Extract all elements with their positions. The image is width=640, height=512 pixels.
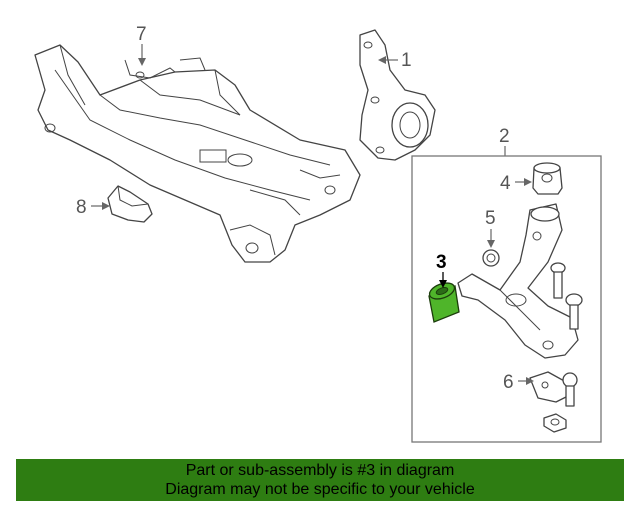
nut	[543, 413, 567, 433]
bolt-lower	[565, 293, 583, 330]
callout-label-3: 3	[436, 252, 447, 273]
bolt-upper	[550, 262, 566, 299]
callout-3: 3	[436, 252, 447, 288]
footer-banner: Part or sub-assembly is #3 in diagram Di…	[16, 459, 624, 501]
callout-label-1: 1	[401, 50, 412, 71]
callout-label-2: 2	[499, 126, 510, 147]
front-subframe	[34, 44, 361, 263]
callout-4: 4	[500, 173, 532, 194]
bushing-part-4	[532, 162, 563, 195]
bracket-part-8	[107, 185, 153, 223]
callout-label-7: 7	[136, 24, 147, 45]
callout-label-6: 6	[503, 372, 514, 393]
callout-label-5: 5	[485, 208, 496, 229]
callout-2: 2	[499, 126, 510, 156]
callout-5: 5	[485, 208, 496, 248]
assembly-box	[411, 155, 602, 443]
callout-8: 8	[76, 197, 110, 218]
steering-knuckle	[359, 29, 436, 161]
callout-label-4: 4	[500, 173, 511, 194]
footer-line-2: Diagram may not be specific to your vehi…	[165, 481, 475, 498]
callout-7: 7	[136, 24, 147, 66]
callout-1: 1	[378, 50, 412, 71]
bushing-part-3-highlighted	[428, 282, 460, 323]
callout-6: 6	[503, 372, 534, 393]
callout-label-8: 8	[76, 197, 87, 218]
ball-joint-part-6	[529, 371, 578, 407]
parts-diagram: 7 1 8 2 4	[34, 24, 602, 443]
washer-part-5	[482, 249, 500, 267]
lower-control-arm	[457, 203, 579, 359]
footer-line-1: Part or sub-assembly is #3 in diagram	[185, 462, 455, 479]
